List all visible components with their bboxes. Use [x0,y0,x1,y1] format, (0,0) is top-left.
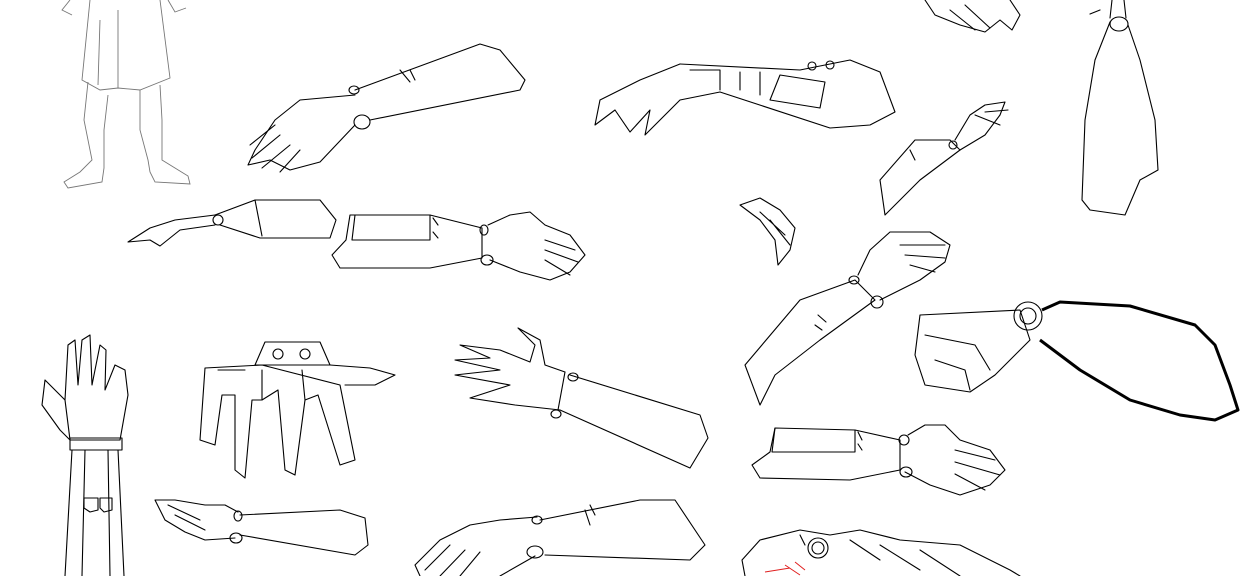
robot-arm-sketch [879,101,1009,216]
robot-arm-sketch [594,59,896,136]
robot-arm-sketch [454,327,709,469]
robot-arm-sketch [247,43,526,173]
robot-arm-sketch [744,231,951,406]
robot-arm-sketch [127,199,337,247]
robot-arm-sketch [751,424,1006,496]
robot-arm-sketch [1081,0,1159,216]
robot-arm-fist-sketch [914,300,1240,422]
figure-sketch [61,0,191,189]
robot-hand-vertical-sketch [41,334,129,576]
robot-arm-sketch [154,499,369,556]
robot-hand-top-view-sketch [199,341,396,479]
robot-claw-sketch [739,197,796,266]
robot-arm-sketch [414,499,706,576]
robot-arm-sketch [741,529,1021,576]
robot-arm-sketch [331,211,586,281]
robot-arm-sketch [924,0,1021,33]
